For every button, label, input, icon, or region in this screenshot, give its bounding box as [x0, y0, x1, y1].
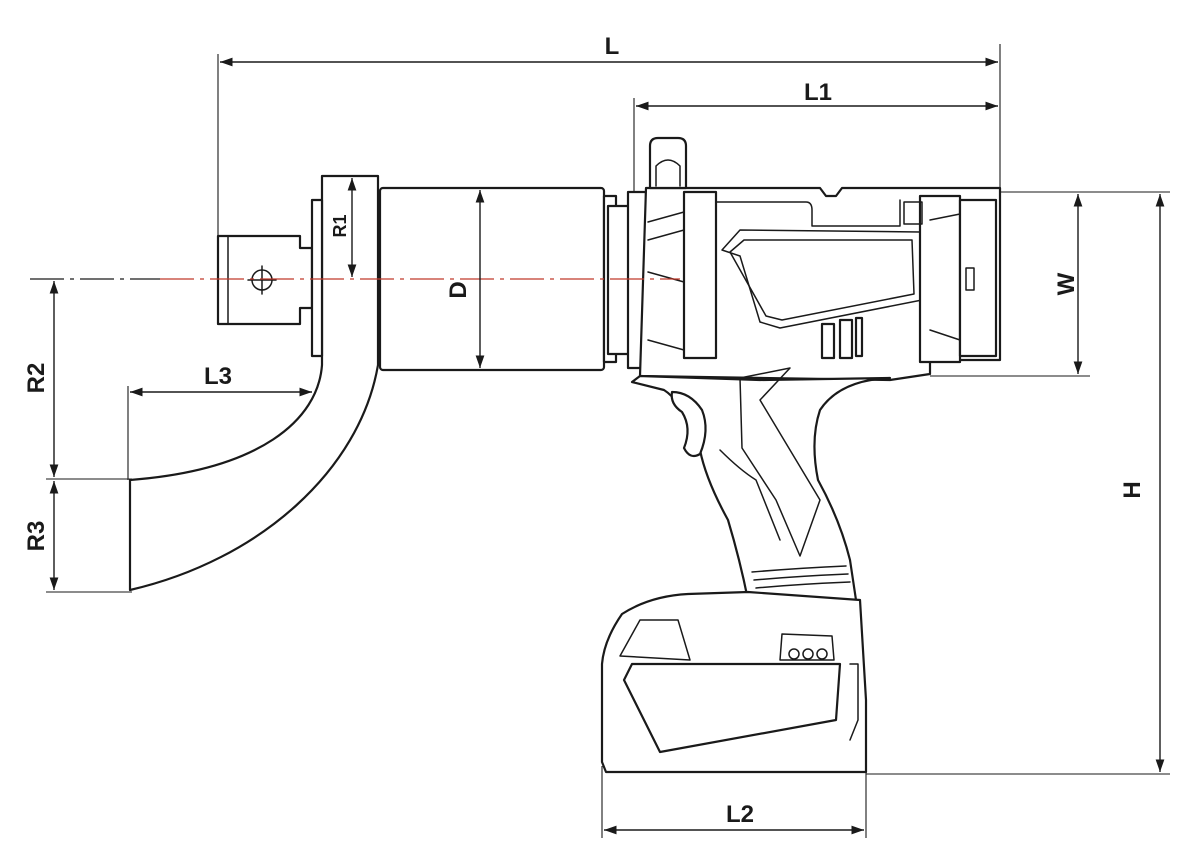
tool-body [600, 136, 1002, 774]
label-R1: R1 [330, 214, 350, 237]
square-drive [216, 234, 314, 326]
drive-flange [310, 198, 324, 358]
label-L2: L2 [726, 801, 754, 828]
reaction-arm [128, 174, 380, 592]
dimension-R3: R3 [23, 481, 132, 593]
dimension-L3: L3 [127, 363, 312, 480]
label-R2: R2 [23, 363, 50, 394]
dimension-L2: L2 [601, 766, 867, 838]
label-W: W [1053, 272, 1080, 295]
dimension-D: D [445, 190, 485, 368]
dimension-H: H [866, 191, 1170, 775]
label-L3: L3 [204, 363, 232, 390]
label-H: H [1119, 481, 1146, 498]
dimension-R1: R1 [330, 178, 357, 277]
label-R3: R3 [23, 521, 50, 552]
dimension-R2: R2 [23, 281, 132, 480]
dimension-L1: L1 [633, 79, 998, 192]
label-D: D [445, 281, 472, 298]
dimension-W: W [930, 191, 1090, 377]
label-L: L [605, 33, 620, 60]
dimension-L: L [217, 33, 1001, 236]
label-L1: L1 [804, 79, 832, 106]
